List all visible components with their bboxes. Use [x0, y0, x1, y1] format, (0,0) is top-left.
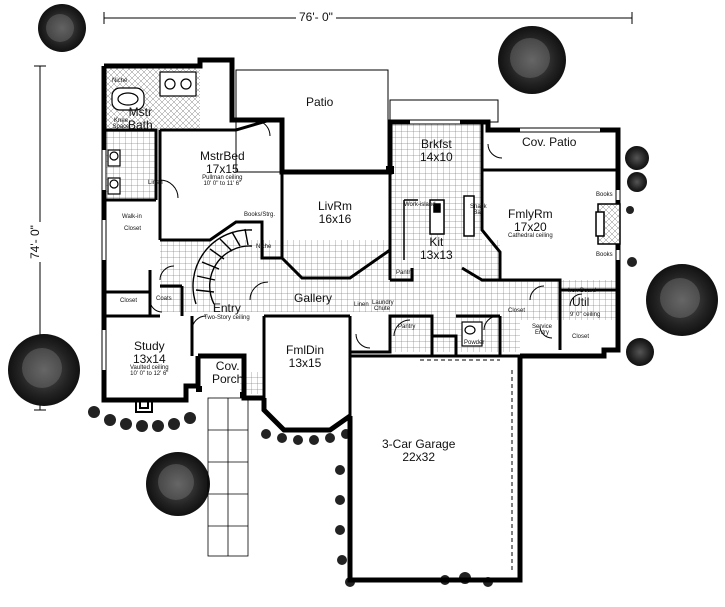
- room-kit-size: 13x13: [420, 247, 453, 262]
- label-niche-bath: Niche: [112, 78, 128, 84]
- room-cov-porch: Cov. Porch: [212, 360, 243, 385]
- room-cov-patio-name: Cov. Patio: [522, 135, 577, 149]
- room-mstr-bath-name: Mstr: [128, 105, 152, 119]
- doors: [149, 119, 583, 349]
- room-patio: Patio: [306, 96, 333, 109]
- label-work-island: Work-island: [404, 202, 436, 208]
- room-mstr-bed-name: MstrBed: [200, 149, 245, 163]
- room-study-note: Vaulted ceiling: [130, 365, 169, 372]
- front-walk: [207, 397, 249, 557]
- label-linen-gallery: Linen: [354, 302, 369, 308]
- landscaping: [8, 4, 718, 587]
- room-mstr-bed-note2: 10' 0" to 11' 6": [203, 181, 242, 188]
- room-fmly-rm: FmlyRm 17x20 Cathedral ceiling: [508, 208, 553, 239]
- room-mstr-bed-note: Pullman ceiling: [202, 175, 243, 182]
- label-niche-stair: Niche: [256, 244, 272, 250]
- room-cov-porch-name2: Porch: [212, 371, 244, 386]
- room-fml-din-name: FmlDin: [286, 343, 324, 357]
- kitchen-fixtures: [403, 195, 475, 260]
- label-laundry-chute: Laundry Chute: [372, 300, 394, 313]
- bath-fixtures: [107, 71, 483, 347]
- curved-stair: [192, 228, 253, 305]
- room-garage-size: 22x32: [402, 449, 436, 464]
- room-kit: Kit 13x13: [420, 236, 453, 261]
- label-closet-study: Closet: [120, 298, 138, 304]
- label-snack-bar: Snack Bar: [470, 204, 487, 217]
- room-brkfst-size: 14x10: [420, 149, 453, 164]
- tree-top-left: [38, 4, 86, 52]
- room-cov-patio: Cov. Patio: [522, 136, 576, 149]
- room-fmly-rm-name: FmlyRm: [508, 207, 553, 221]
- room-patio-name: Patio: [306, 95, 334, 109]
- room-kit-name: Kit: [429, 235, 444, 249]
- room-entry-note: Two-Story ceiling: [204, 314, 250, 321]
- label-pantry: Pantry: [398, 324, 416, 330]
- tree-bottom: [146, 452, 210, 516]
- room-util: Util: [572, 296, 589, 309]
- label-closet-util: Closet: [508, 308, 526, 314]
- label-pantry-kit: Pantry: [396, 270, 414, 276]
- room-liv-rm-size: 16x16: [318, 211, 352, 226]
- room-mstr-bath-name2: Bath: [128, 117, 153, 132]
- room-fml-din: FmlDin 13x15: [286, 344, 324, 369]
- interior-walls: [104, 118, 618, 416]
- label-knee-space: Knee Space: [112, 118, 130, 131]
- room-mstr-bed-size: 17x15: [205, 161, 239, 176]
- tree-right: [646, 264, 718, 336]
- label-books-bottom: Books: [596, 252, 613, 258]
- label-powder: Powder: [464, 340, 485, 346]
- room-fmly-rm-note: Cathedral ceiling: [508, 233, 553, 240]
- label-coats: Coats: [156, 296, 172, 302]
- room-liv-rm: LivRm 16x16: [318, 200, 352, 225]
- windows: [102, 120, 620, 370]
- room-garage-name: 3-Car Garage: [382, 437, 456, 451]
- porch-columns: [196, 166, 394, 398]
- room-study: Study 13x14 Vaulted ceiling 10' 0" to 12…: [130, 340, 169, 378]
- room-fmly-rm-size: 17x20: [514, 219, 547, 234]
- tree-left: [8, 334, 80, 406]
- room-util-note: 9' 0" ceiling: [570, 312, 601, 318]
- room-gallery-name: Gallery: [294, 291, 333, 305]
- room-study-size: 13x14: [132, 351, 166, 366]
- label-books-top: Books: [596, 192, 613, 198]
- room-mstr-bath: Mstr Bath: [128, 106, 153, 131]
- label-closet: Closet: [124, 226, 142, 232]
- room-cov-porch-name: Cov.: [215, 359, 240, 373]
- label-linen: Linen: [148, 180, 163, 186]
- label-walk-in: Walk-in: [122, 214, 142, 220]
- label-books-strg: Books/Strg.: [244, 212, 276, 218]
- garage-bays: [420, 359, 521, 570]
- room-liv-rm-name: LivRm: [318, 199, 353, 213]
- dimension-depth: 74'- 0": [28, 222, 42, 262]
- fireplace: [595, 203, 621, 245]
- room-entry-name: Entry: [212, 301, 241, 315]
- room-gallery: Gallery: [294, 292, 332, 305]
- room-garage: 3-Car Garage 22x32: [382, 438, 455, 463]
- tree-top-right: [498, 26, 566, 94]
- room-mstr-bed: MstrBed 17x15 Pullman ceiling 10' 0" to …: [200, 150, 245, 188]
- label-closet-util2: Closet: [572, 334, 590, 340]
- room-brkfst: Brkfst 14x10: [420, 138, 453, 163]
- room-study-name: Study: [133, 339, 165, 353]
- room-entry: Entry Two-Story ceiling: [204, 302, 250, 321]
- label-iron-board: Iron Board: [568, 288, 597, 294]
- study-bay-window: [135, 400, 153, 413]
- label-service-entry: Service Entry: [531, 324, 552, 337]
- room-util-name: Util: [572, 295, 590, 309]
- room-brkfst-name: Brkfst: [421, 137, 452, 151]
- room-fml-din-size: 13x15: [288, 355, 322, 370]
- dimension-width: 76'- 0": [296, 10, 336, 24]
- room-study-note2: 10' 0" to 12' 6": [130, 371, 169, 378]
